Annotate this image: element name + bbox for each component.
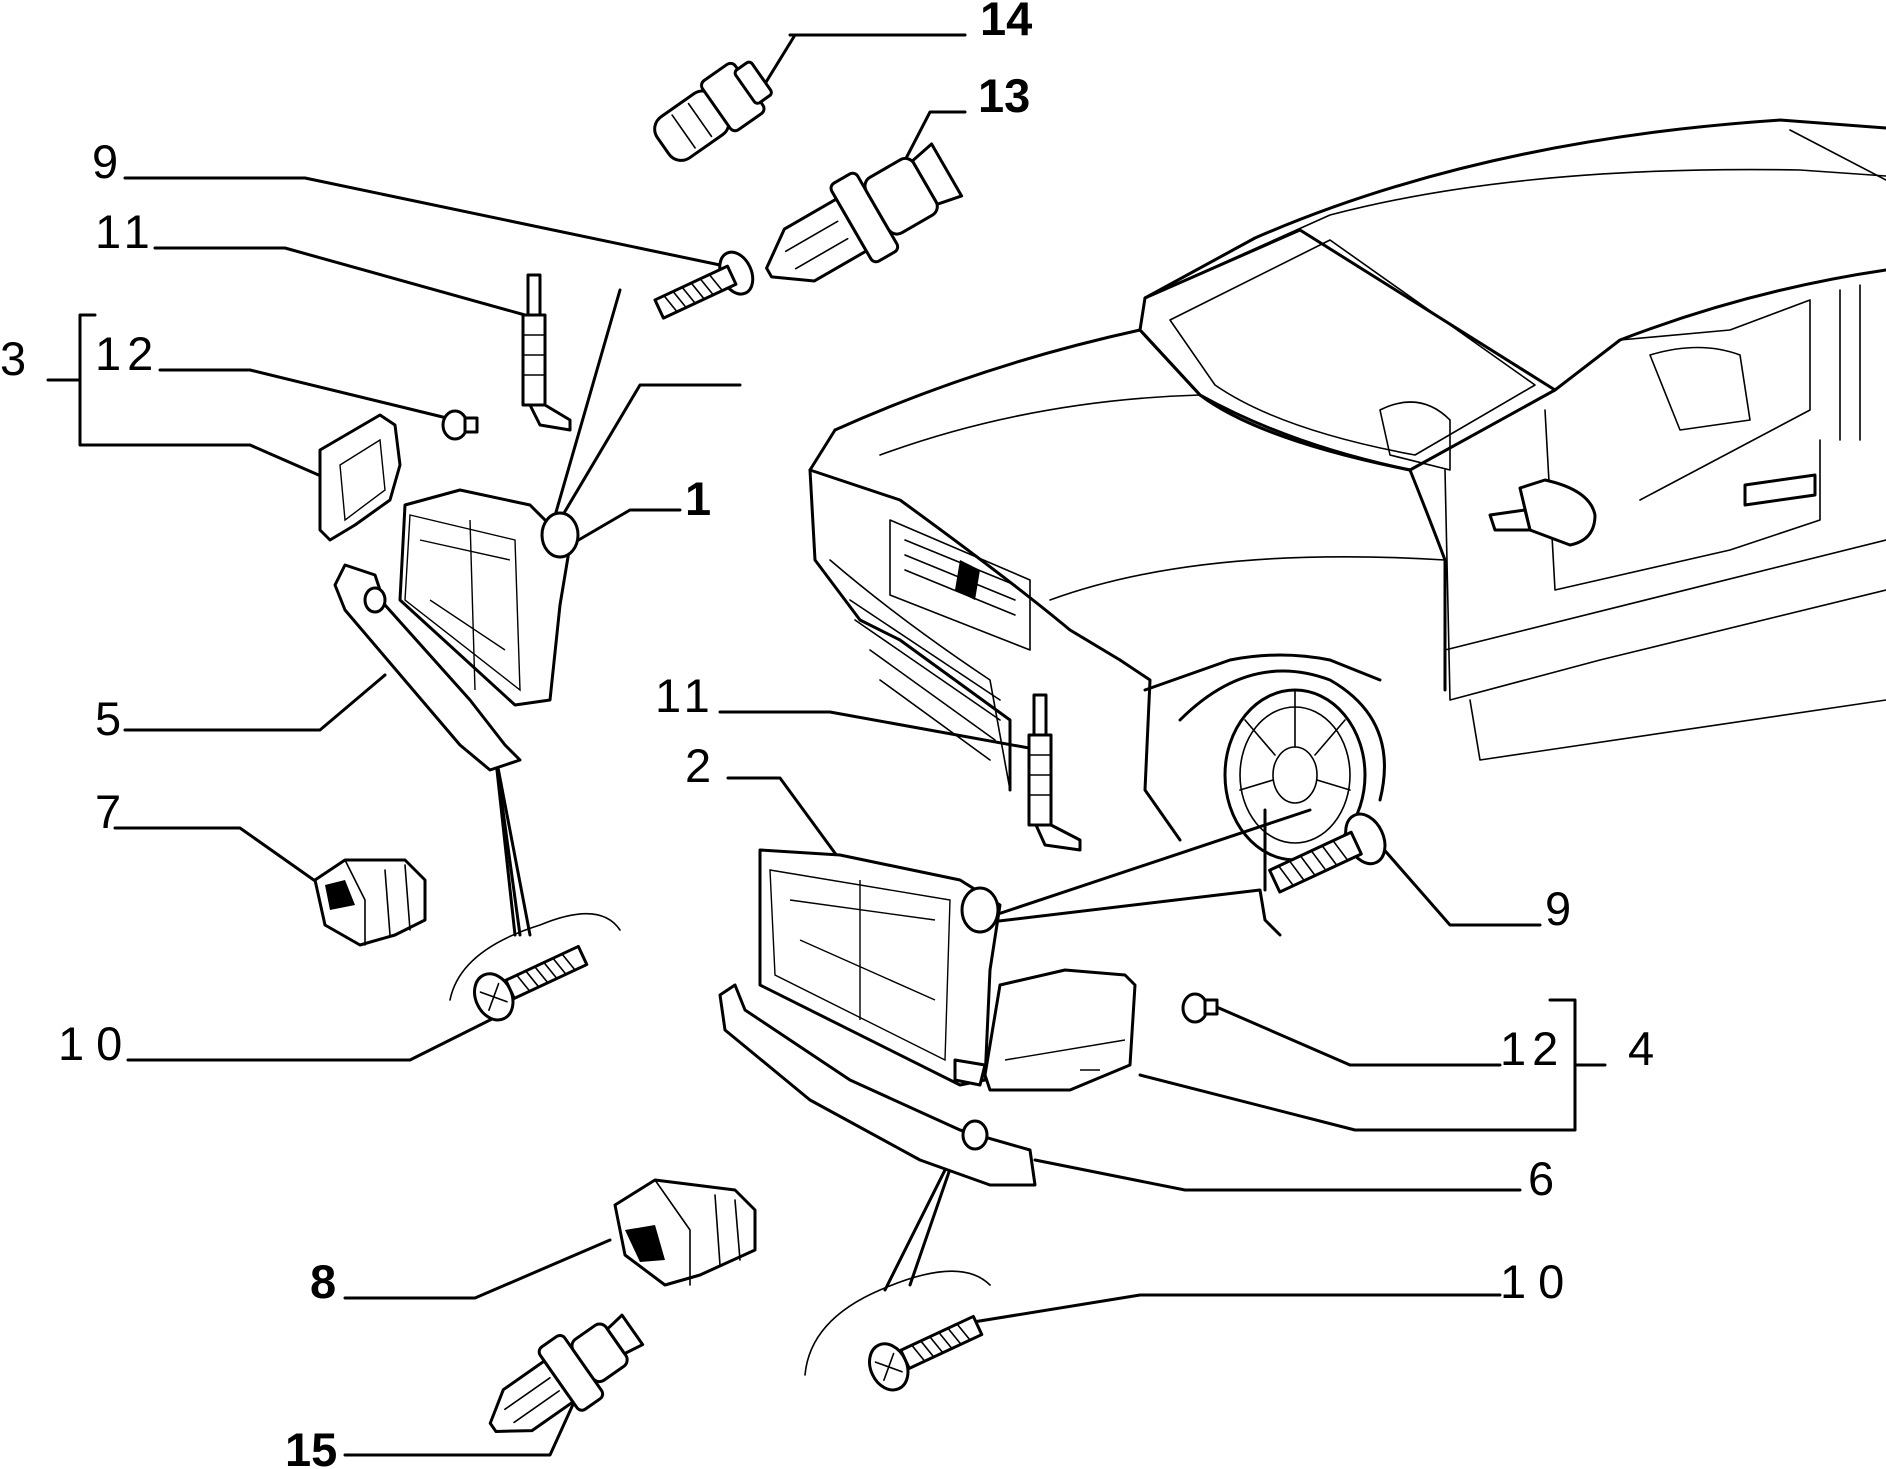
callout-8: 8 [310,1255,336,1308]
side-lamp-3-icon [318,413,402,542]
callout-2: 2 [685,739,711,792]
callout-14: 14 [980,0,1032,45]
bulb-12-right-icon [1181,992,1219,1024]
callout-6: 6 [1528,1152,1554,1205]
bulb-15-icon [488,1313,645,1433]
bulb-13-icon [765,142,964,283]
callout-5: 5 [95,692,121,745]
callout-11-top: 11 [95,205,156,258]
headlamp-2-icon [758,848,1002,1087]
leader-lines [46,33,1607,1457]
callout-4: 4 [1628,1022,1654,1075]
callout-11-right: 11 [655,669,716,722]
callout-9-top: 9 [92,135,118,188]
callout-10-left: 10 [58,1017,134,1070]
trim-5-icon [333,563,522,772]
car-outline [808,118,1886,862]
callout-13: 13 [978,69,1030,122]
screw-9-right-icon [1268,812,1387,894]
screw-10-left-icon [473,944,589,1022]
callout-10-right: 10 [1500,1255,1576,1308]
screw-9-top-icon [653,250,755,320]
callout-9-right: 9 [1545,882,1571,935]
screw-10-right-icon [868,1314,984,1392]
callout-labels: 14 13 9 11 3 12 1 5 11 2 7 9 10 12 4 6 1… [0,0,1654,1469]
housing-7-icon [313,858,427,947]
bulb-12-top-icon [441,409,479,441]
housing-8-icon [613,1178,757,1287]
callout-12-right: 12 [1500,1022,1564,1075]
adjuster-11-right-icon [1027,693,1082,852]
headlamp-1-icon [398,488,580,707]
callout-12-top: 12 [95,327,159,380]
callout-7: 7 [95,785,121,838]
callout-1: 1 [685,472,711,525]
trim-6-icon [718,983,1037,1187]
callout-3: 3 [0,332,26,385]
callout-15: 15 [285,1423,337,1469]
adjuster-11-top-icon [521,273,572,432]
side-lamp-4-icon [983,968,1137,1092]
bulb-14-icon [653,60,773,162]
